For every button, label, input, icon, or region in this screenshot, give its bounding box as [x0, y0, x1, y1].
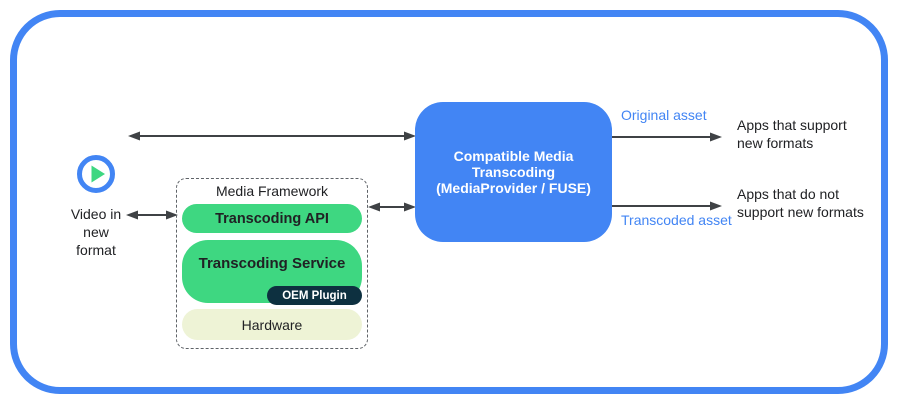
compatible-media-transcoding-box: Compatible Media Transcoding (MediaProvi… — [415, 102, 612, 242]
apps-no-support-line: Apps that do not — [737, 186, 839, 202]
transcoded-asset-arrow — [612, 201, 722, 211]
play-icon — [76, 154, 116, 194]
original-asset-arrow — [612, 132, 722, 142]
video-to-framework-arrow — [126, 210, 178, 220]
video-source-line: Video in — [70, 206, 122, 222]
source-to-transcoding-arrow — [128, 131, 416, 141]
central-box-line: (MediaProvider / FUSE) — [436, 180, 591, 196]
apps-support-line: new formats — [737, 135, 814, 151]
hardware-pill: Hardware — [182, 309, 362, 340]
oem-plugin-label: OEM Plugin — [282, 289, 347, 302]
original-asset-label: Original asset — [621, 107, 707, 123]
diagram-border — [10, 10, 888, 394]
central-box-line: Compatible Media — [453, 148, 574, 164]
hardware-label: Hardware — [241, 316, 303, 333]
apps-no-support-label: Apps that do not support new formats — [737, 185, 864, 221]
transcoded-asset-label: Transcoded asset — [621, 212, 732, 228]
central-box-line: Transcoding — [471, 164, 556, 180]
transcoding-service-label: Transcoding Service — [198, 255, 346, 272]
apps-no-support-line: support new formats — [737, 204, 864, 220]
apps-support-line: Apps that support — [737, 117, 847, 133]
oem-plugin-pill: OEM Plugin — [267, 286, 362, 305]
video-source-line: new — [83, 224, 109, 240]
framework-to-transcoding-arrow — [368, 202, 416, 212]
media-framework-box — [176, 178, 368, 349]
video-source-line: format — [76, 242, 116, 258]
transcoding-api-label: Transcoding API — [215, 210, 329, 227]
apps-support-label: Apps that support new formats — [737, 116, 847, 152]
transcoding-api-pill: Transcoding API — [182, 204, 362, 233]
media-framework-label: Media Framework — [215, 183, 329, 199]
video-source-label: Video in new format — [41, 205, 151, 259]
